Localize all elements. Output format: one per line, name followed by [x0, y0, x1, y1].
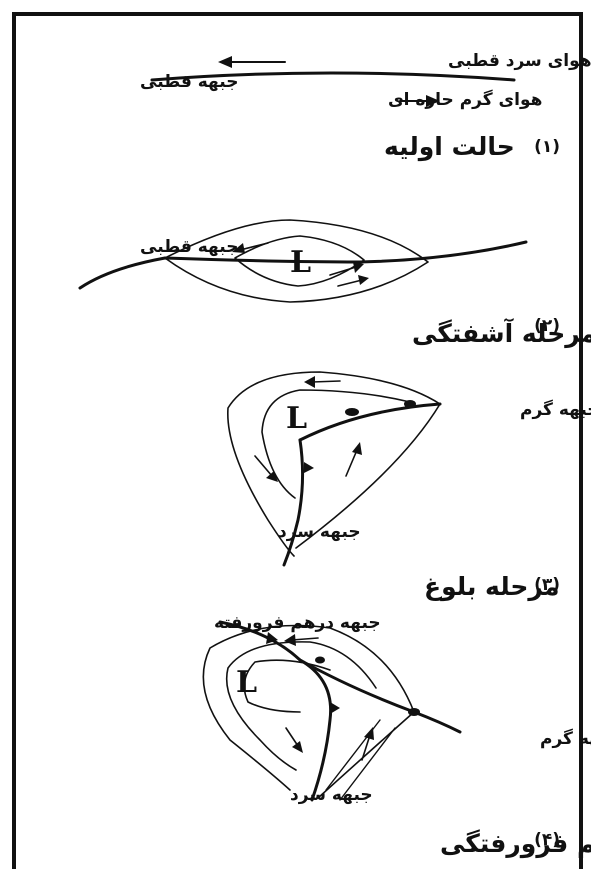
isobar	[202, 624, 415, 791]
warm-front-label: جبهه گرم	[520, 399, 591, 420]
cold-front-label: جبهه سرد	[278, 522, 361, 542]
stage-3-number: (۳)	[534, 575, 560, 595]
stage-2-disturbance: جبهه قطبی L مرحله آشفتگی (۲)	[78, 219, 591, 349]
warm-front-label: جبهه گرم	[540, 728, 591, 749]
low-pressure-label: L	[286, 401, 307, 436]
isobar	[339, 727, 396, 801]
low-pressure-label: L	[290, 245, 311, 280]
cold-front-symbol	[304, 462, 314, 473]
warm-front-line	[298, 402, 442, 442]
stage-3-maturity: L جبهه گرم جبهه سرد مرحله بلوغ (۳)	[227, 371, 591, 602]
warm-front-symbol	[408, 708, 420, 716]
warm-tropical-air-label: هوای گرم حاره ای	[388, 89, 542, 110]
warm-front-symbol	[345, 408, 359, 416]
stage-1-title: حالت اولیه	[384, 132, 515, 162]
occluded-front-label: جبهه درهم فرورفته	[214, 613, 381, 633]
low-pressure-label: L	[236, 665, 257, 700]
outer-isobar	[227, 371, 441, 557]
occluded-front-symbol	[315, 656, 325, 664]
isobar	[243, 659, 331, 713]
arrow-left-icon	[304, 376, 341, 388]
stage-2-number: (۲)	[534, 316, 560, 336]
warm-front-symbol	[404, 400, 416, 408]
cold-front-symbol	[330, 702, 340, 714]
outer-isobar	[164, 219, 429, 303]
cold-front-line	[298, 658, 333, 802]
occluded-front-symbol	[266, 632, 278, 644]
stage-4-occlusion: جبهه درهم فرورفته L جبهه گرم جبهه سرد مر…	[202, 613, 591, 859]
arrow-right-icon	[399, 95, 440, 107]
stage-1-number: (۱)	[534, 137, 560, 157]
arrow-right-icon	[337, 275, 369, 287]
arrow-up-right-icon	[361, 727, 374, 761]
stage-3-title: مرحله بلوغ	[424, 572, 559, 602]
arrow-up-right-icon	[345, 442, 362, 477]
cold-front-line	[282, 438, 305, 567]
cold-front-label: جبهه سرد	[290, 785, 373, 805]
stage-1-initial: هوای سرد قطبی جبهه قطبی هوای گرم حاره ای…	[140, 51, 591, 162]
inner-isobar	[261, 389, 411, 499]
polar-front-line-2	[78, 240, 528, 290]
cold-polar-air-label: هوای سرد قطبی	[448, 51, 591, 71]
arrow-left-icon	[284, 634, 319, 646]
arrow-down-right-icon	[254, 455, 278, 482]
stage-4-number: (۴)	[534, 830, 560, 850]
arrow-right-icon	[329, 262, 364, 276]
stage-4-title: مرحله درهم فرورفتگی	[440, 829, 591, 859]
inner-isobar	[295, 403, 441, 549]
arrow-left-icon	[232, 242, 269, 253]
arrow-down-right-icon	[285, 727, 303, 753]
polar-front-label: جبهه قطبی	[140, 72, 238, 92]
inner-isobar	[234, 235, 365, 287]
isobar	[225, 641, 377, 771]
warm-front-line	[412, 710, 462, 734]
stage-2-title: مرحله آشفتگی	[412, 318, 591, 349]
arrow-left-icon	[218, 56, 286, 68]
polar-front-line	[150, 71, 516, 82]
